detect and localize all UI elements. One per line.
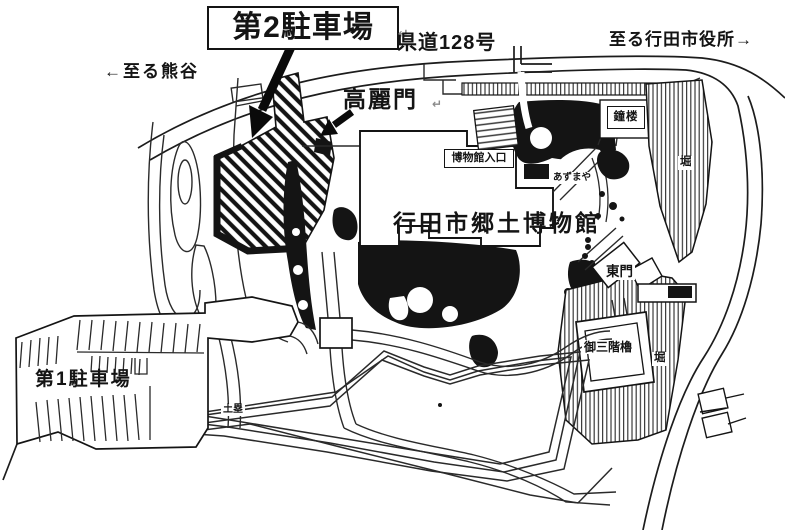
east-road-outer-edge — [661, 95, 764, 530]
label-to-city-hall: 至る行田市役所→ — [609, 30, 753, 49]
parking1-area — [15, 296, 299, 450]
route128-road-lower-edge — [149, 68, 749, 530]
parking2-hatched-area — [213, 71, 335, 255]
roadside-structures — [697, 387, 747, 439]
parking2-thick-border — [213, 156, 305, 255]
label-azumaya: あずまや — [551, 172, 594, 184]
label-moat-lower: 堀 — [652, 352, 668, 366]
moat-upper-hatch — [645, 79, 713, 264]
label-korai-gate: 高麗門 — [343, 86, 418, 112]
courtyard-tree — [596, 149, 630, 180]
label-parking2-box: 第2駐車場 — [207, 6, 399, 50]
korai-gate-arrow — [320, 109, 355, 136]
label-east-gate: 東門 — [604, 264, 635, 280]
label-bell-tower: 鐘楼 — [607, 106, 645, 129]
parking2-arrow — [249, 45, 296, 138]
north-wall-band — [461, 82, 675, 96]
return-mark-1: ↵ — [398, 26, 409, 41]
entrance-steps — [472, 104, 520, 152]
garden-north — [510, 71, 616, 166]
label-museum: 行田市郷土博物館 — [393, 210, 601, 236]
label-museum-entrance: 博物館入口 — [444, 149, 514, 168]
label-three-story-turret: 御三階櫓 — [582, 340, 635, 354]
southwest-corner-line — [2, 443, 18, 481]
parking1-stalls — [19, 319, 205, 443]
label-route128: 県道128号 — [397, 32, 497, 54]
label-moat-upper: 堀 — [678, 156, 694, 170]
label-earthwork: 土塁 — [221, 404, 245, 416]
parking2-thick-corner — [213, 143, 244, 161]
walkway-node — [319, 317, 353, 349]
label-parking1: 第1駐車場 — [35, 369, 132, 390]
azumaya-building — [524, 164, 549, 179]
label-to-kumagaya: ←至る熊谷 — [104, 62, 199, 81]
fort-earthworks — [149, 350, 613, 504]
road-stub-north — [513, 46, 552, 73]
return-mark-2: ↵ — [432, 97, 443, 111]
korai-gate-mark — [314, 138, 332, 156]
